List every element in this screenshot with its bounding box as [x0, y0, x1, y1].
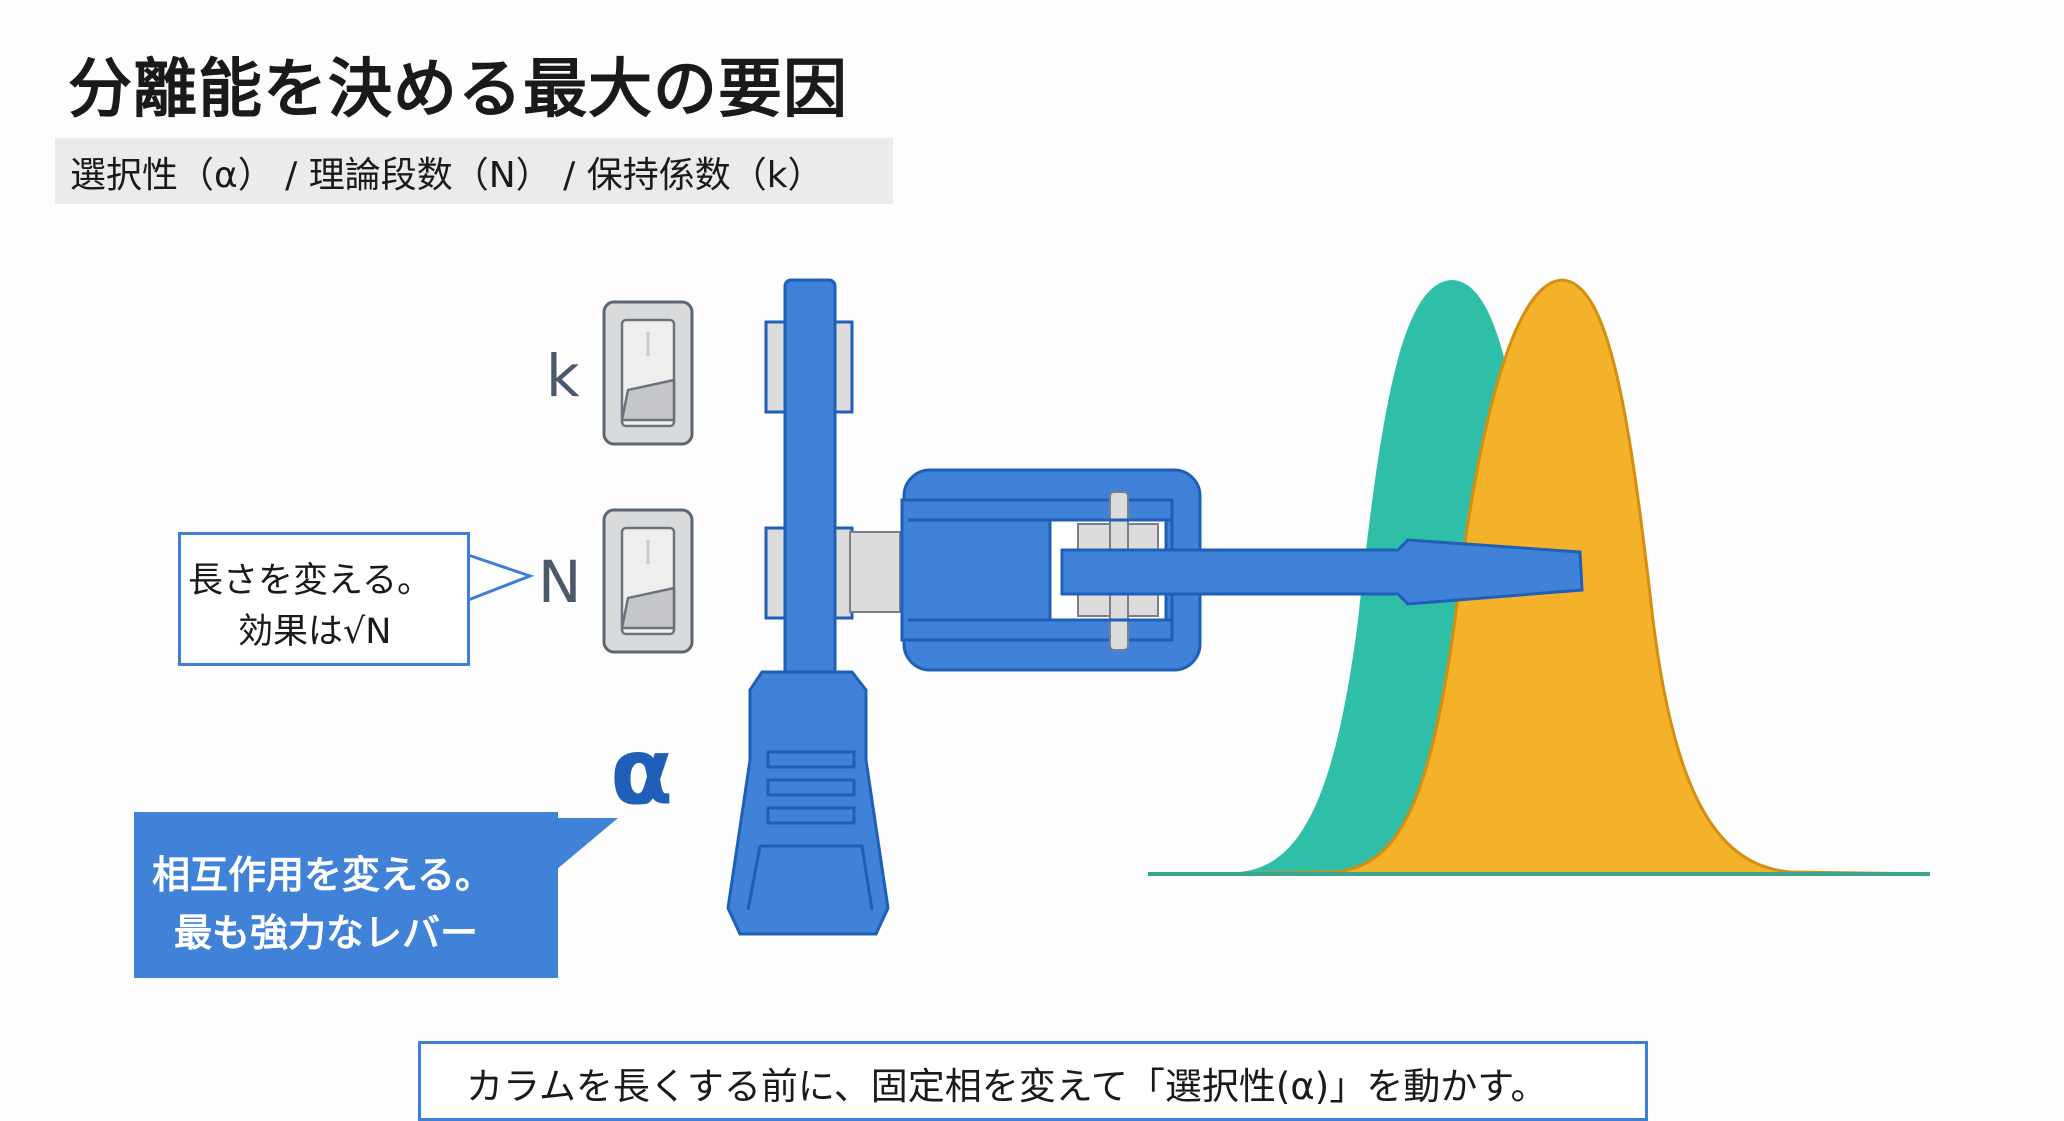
callout-n-pointer — [466, 552, 535, 603]
callout-n — [178, 532, 470, 666]
callout-alpha-line2: 最も強力なレバー — [174, 911, 479, 955]
callout-n-line2: 効果は√N — [238, 612, 392, 652]
lever-icon — [783, 278, 837, 682]
callout-n-line1: 長さを変える。 — [188, 561, 432, 601]
bottom-note: カラムを長くする前に、固定相を変えて「選択性(α)」を動かす。 — [466, 1065, 1548, 1108]
page-title: 分離能を決める最大の要因 — [68, 53, 848, 127]
callout-alpha-line1: 相互作用を変える。 — [152, 853, 493, 897]
alpha-label: α — [610, 718, 674, 825]
rocker-switch-icon — [602, 508, 694, 654]
callout-alpha — [134, 812, 558, 978]
lever-grip — [726, 670, 890, 936]
subtitle-band — [55, 138, 893, 204]
lever-connector — [849, 531, 901, 613]
n-label: N — [538, 548, 582, 616]
lever-pointer — [1060, 538, 1584, 606]
page-subtitle: 選択性（α） / 理論段数（N） / 保持係数（k） — [70, 155, 824, 196]
rocker-switch-icon — [602, 300, 694, 446]
callout-alpha-pointer — [556, 818, 618, 870]
k-label: k — [546, 342, 580, 410]
